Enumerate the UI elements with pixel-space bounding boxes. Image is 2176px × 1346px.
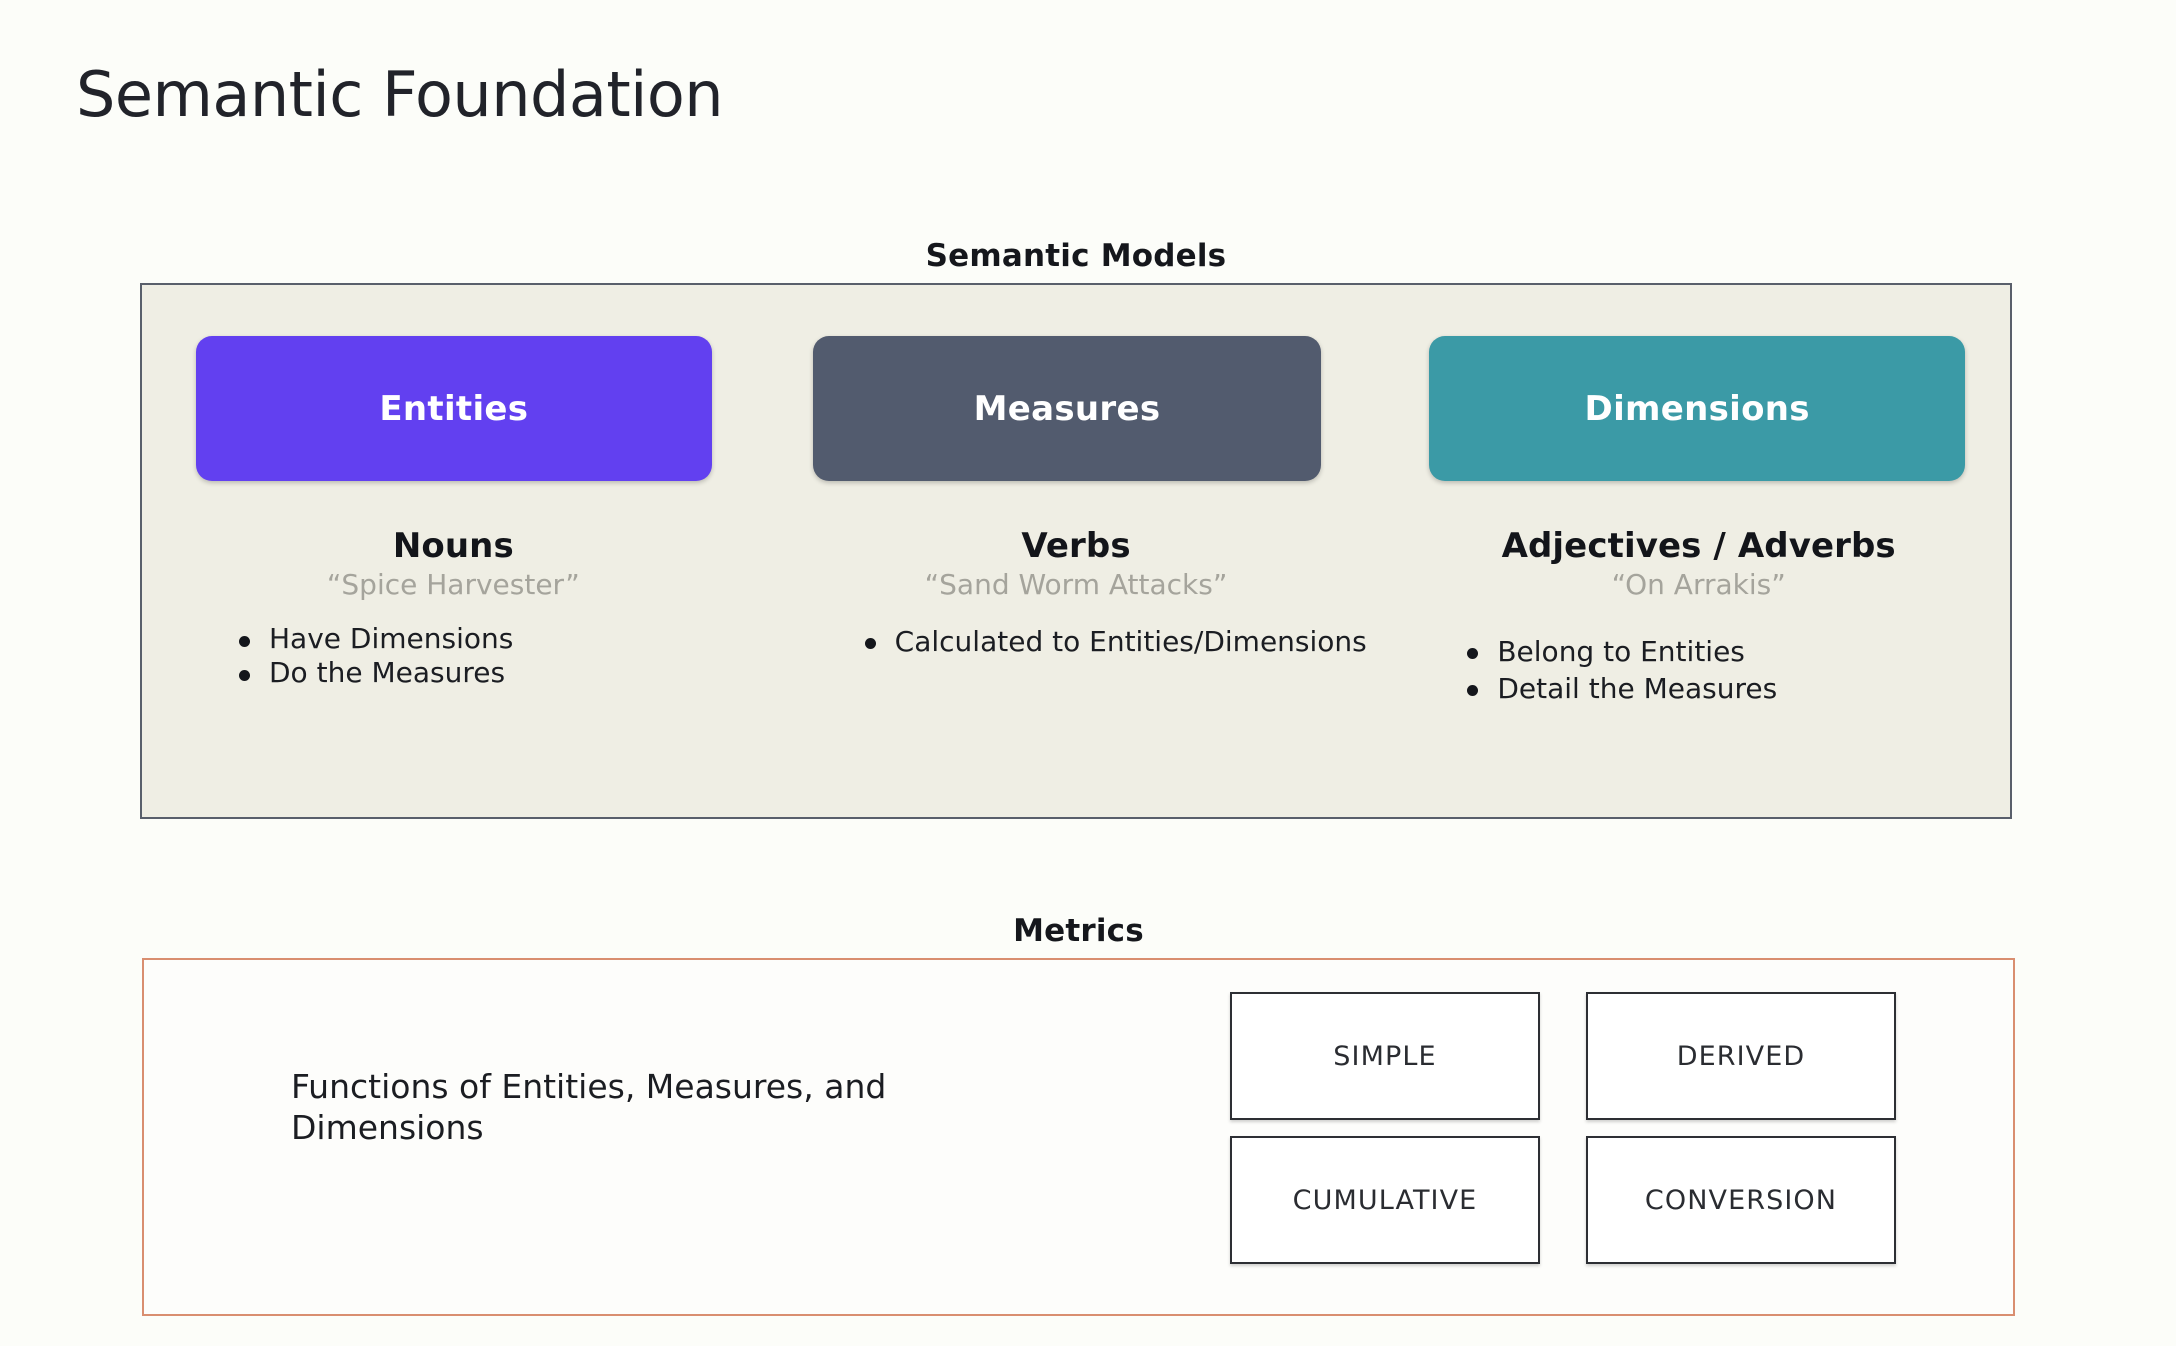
metric-card-derived[interactable]: DERIVED <box>1586 992 1896 1120</box>
metrics-panel: Functions of Entities, Measures, and Dim… <box>142 958 2015 1316</box>
semantic-column-measures: Measures Verbs “Sand Worm Attacks” Calcu… <box>765 285 1388 817</box>
measures-pill-label: Measures <box>973 388 1161 429</box>
entities-part-of-speech: Nouns <box>392 526 514 566</box>
semantic-models-columns: Entities Nouns “Spice Harvester” Have Di… <box>142 285 2010 817</box>
semantic-column-entities: Entities Nouns “Spice Harvester” Have Di… <box>142 285 765 817</box>
metrics-heading: Metrics <box>1013 913 1144 949</box>
metric-card-cumulative[interactable]: CUMULATIVE <box>1230 1136 1540 1264</box>
dimensions-bullet-list: Belong to Entities Detail the Measures <box>1425 635 2010 704</box>
metric-card-label: CUMULATIVE <box>1292 1184 1478 1216</box>
list-item: Belong to Entities <box>1425 635 2010 667</box>
measures-part-of-speech: Verbs <box>1021 526 1131 566</box>
list-item: Have Dimensions <box>197 623 765 654</box>
dimensions-example: “On Arrakis” <box>1611 568 1786 602</box>
entities-bullet-list: Have Dimensions Do the Measures <box>197 623 765 688</box>
entities-example: “Spice Harvester” <box>326 568 580 602</box>
entities-pill[interactable]: Entities <box>196 336 712 481</box>
measures-bullet-list: Calculated to Entities/Dimensions <box>823 625 1388 658</box>
semantic-column-dimensions: Dimensions Adjectives / Adverbs “On Arra… <box>1387 285 2010 817</box>
dimensions-pill[interactable]: Dimensions <box>1429 336 1966 481</box>
page-title: Semantic Foundation <box>76 58 724 131</box>
dimensions-part-of-speech: Adjectives / Adverbs <box>1501 526 1896 566</box>
measures-pill[interactable]: Measures <box>812 336 1322 481</box>
metric-card-simple[interactable]: SIMPLE <box>1230 992 1540 1120</box>
semantic-models-heading: Semantic Models <box>925 238 1227 274</box>
metrics-description: Functions of Entities, Measures, and Dim… <box>291 1067 887 1147</box>
metric-card-conversion[interactable]: CONVERSION <box>1586 1136 1896 1264</box>
semantic-models-panel: Entities Nouns “Spice Harvester” Have Di… <box>140 283 2012 819</box>
list-item: Detail the Measures <box>1425 673 2010 704</box>
metric-card-label: CONVERSION <box>1644 1184 1838 1216</box>
metric-card-label: DERIVED <box>1676 1040 1806 1072</box>
entities-pill-label: Entities <box>379 388 529 429</box>
measures-example: “Sand Worm Attacks” <box>924 568 1228 602</box>
dimensions-pill-label: Dimensions <box>1584 388 1810 429</box>
metric-cards-grid: SIMPLE DERIVED CUMULATIVE CONVERSION <box>1230 992 1896 1264</box>
metric-card-label: SIMPLE <box>1333 1040 1437 1072</box>
list-item: Calculated to Entities/Dimensions <box>823 625 1388 658</box>
list-item: Do the Measures <box>197 657 765 688</box>
